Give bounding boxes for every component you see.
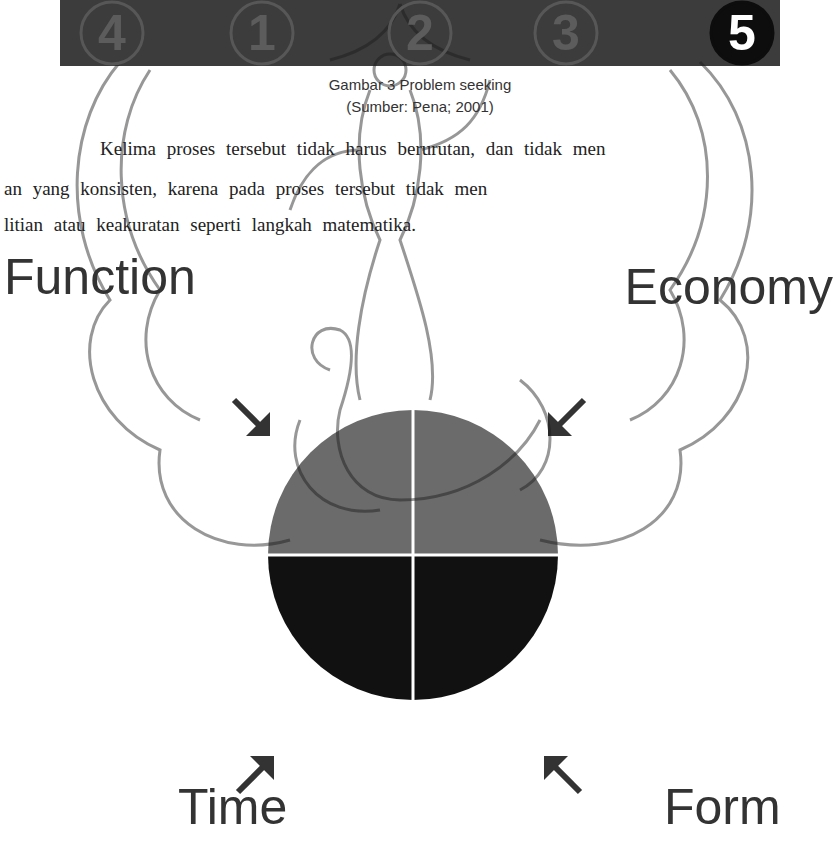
body-text: litian atau keakuratan seperti langkah m… — [4, 214, 416, 236]
number-circle: 4 — [79, 0, 145, 66]
body-text: Kelima proses tersebut tidak harus berur… — [100, 138, 605, 160]
number-circle: 3 — [533, 0, 599, 66]
body-text: an yang konsisten, karena pada proses te… — [4, 178, 487, 200]
number-circle: 1 — [229, 0, 295, 66]
direction-arrows — [234, 400, 584, 792]
figure-caption: Gambar 3 Problem seeking (Sumber: Pena; … — [310, 74, 530, 118]
factor-label: Function — [4, 252, 196, 302]
step-number: 4 — [98, 8, 126, 58]
factor-label: Economy — [625, 262, 833, 312]
number-circle: 2 — [387, 0, 453, 66]
step-number: 2 — [406, 8, 434, 58]
factor-label: Form — [664, 782, 781, 832]
header-bar — [60, 0, 780, 66]
step-number: 5 — [728, 8, 756, 58]
factor-label: Time — [178, 782, 287, 832]
step-number: 1 — [248, 8, 276, 58]
number-circle: 5 — [709, 0, 775, 66]
step-number: 3 — [552, 8, 580, 58]
